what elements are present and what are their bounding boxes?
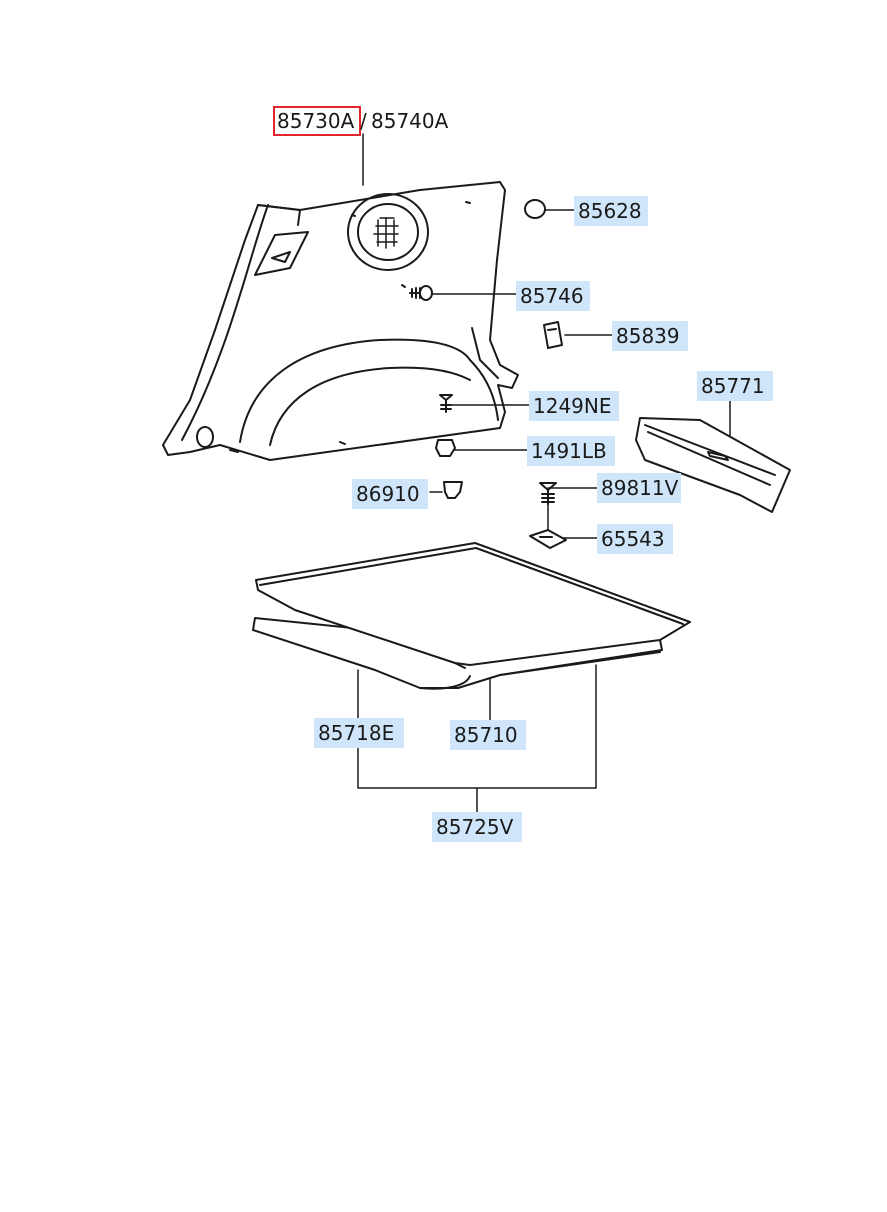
fasteners xyxy=(409,199,567,549)
luggage-covering-drawing xyxy=(252,542,691,690)
part-label-85771[interactable]: 85771 xyxy=(697,371,773,401)
part-label-85710[interactable]: 85710 xyxy=(450,720,526,750)
part-label-85628[interactable]: 85628 xyxy=(574,196,648,226)
part-label-85839[interactable]: 85839 xyxy=(612,321,688,351)
part-label-89811V[interactable]: 89811V xyxy=(597,473,681,503)
quarter-trim-panel-drawing xyxy=(162,181,519,461)
label-separator: / xyxy=(360,109,367,133)
part-label-1491LB[interactable]: 1491LB xyxy=(527,436,615,466)
part-label-85725V[interactable]: 85725V xyxy=(432,812,522,842)
part-label-86910[interactable]: 86910 xyxy=(352,479,428,509)
part-label-65543[interactable]: 65543 xyxy=(597,524,673,554)
part-label-1249NE[interactable]: 1249NE xyxy=(529,391,619,421)
scuff-plate-drawing xyxy=(635,417,791,513)
part-label-85718E[interactable]: 85718E xyxy=(314,718,404,748)
part-label-85740A[interactable]: 85740A xyxy=(371,109,449,133)
leader-lines xyxy=(357,133,731,816)
part-label-85746[interactable]: 85746 xyxy=(516,281,590,311)
part-label-85730A[interactable]: 85730A xyxy=(273,106,361,136)
